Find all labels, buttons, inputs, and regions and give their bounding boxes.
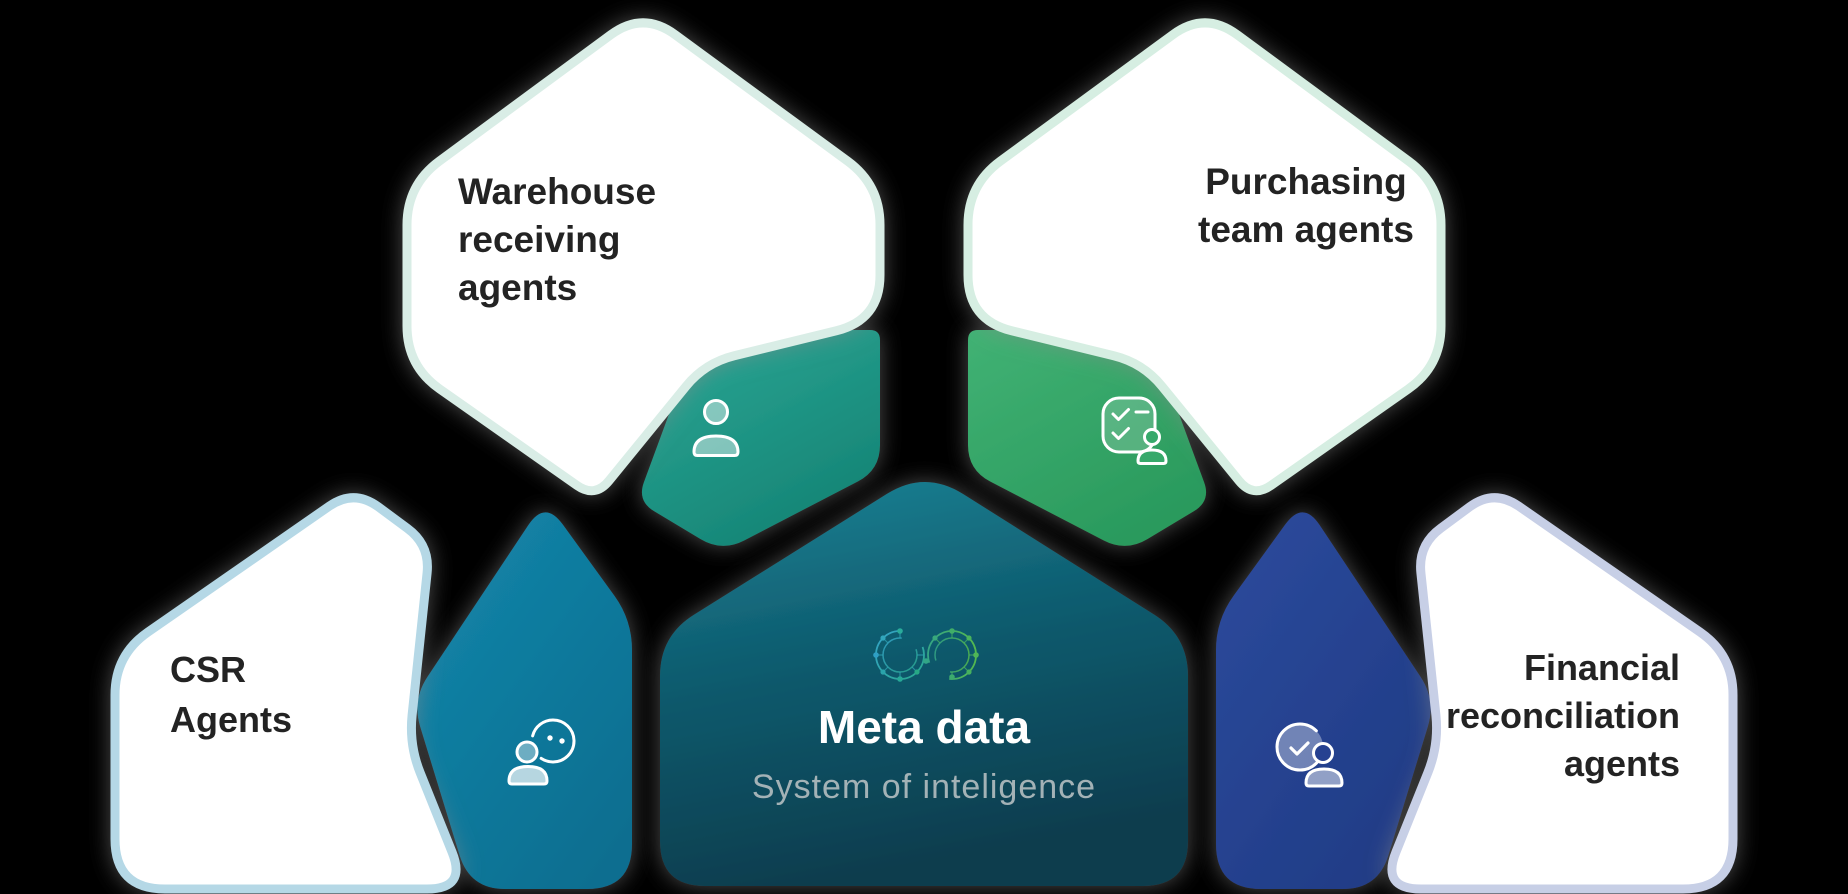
financial-label: Financial reconciliation agents <box>1445 647 1680 784</box>
person-icon <box>692 399 740 457</box>
warehouse-hexagon <box>402 18 885 496</box>
warehouse-tab-hexagon <box>641 330 880 546</box>
csr-tab-hexagon <box>417 512 632 889</box>
checklist-person-icon <box>1101 396 1168 465</box>
check-circle-person-icon <box>1275 722 1344 788</box>
network-infinity-icon <box>873 628 979 682</box>
cell-financial <box>1216 493 1738 894</box>
cell-csr <box>110 493 632 894</box>
warehouse-label: Warehouse receiving agents <box>458 171 657 308</box>
cell-center <box>660 481 1188 886</box>
chat-person-icon <box>507 718 576 786</box>
financial-hexagon <box>1387 493 1738 894</box>
csr-label: CSR Agents <box>170 649 293 740</box>
purchasing-label: Purchasing team agents <box>1198 161 1414 250</box>
csr-hexagon <box>110 493 461 894</box>
purchasing-tab-hexagon <box>968 330 1207 546</box>
center-hexagon <box>660 481 1188 886</box>
cell-purchasing <box>963 18 1446 546</box>
financial-tab-hexagon <box>1216 512 1431 889</box>
center-subtitle: System of inteligence <box>751 768 1097 806</box>
center-title: Meta data <box>817 701 1031 753</box>
cell-warehouse <box>402 18 885 546</box>
purchasing-hexagon <box>963 18 1446 496</box>
